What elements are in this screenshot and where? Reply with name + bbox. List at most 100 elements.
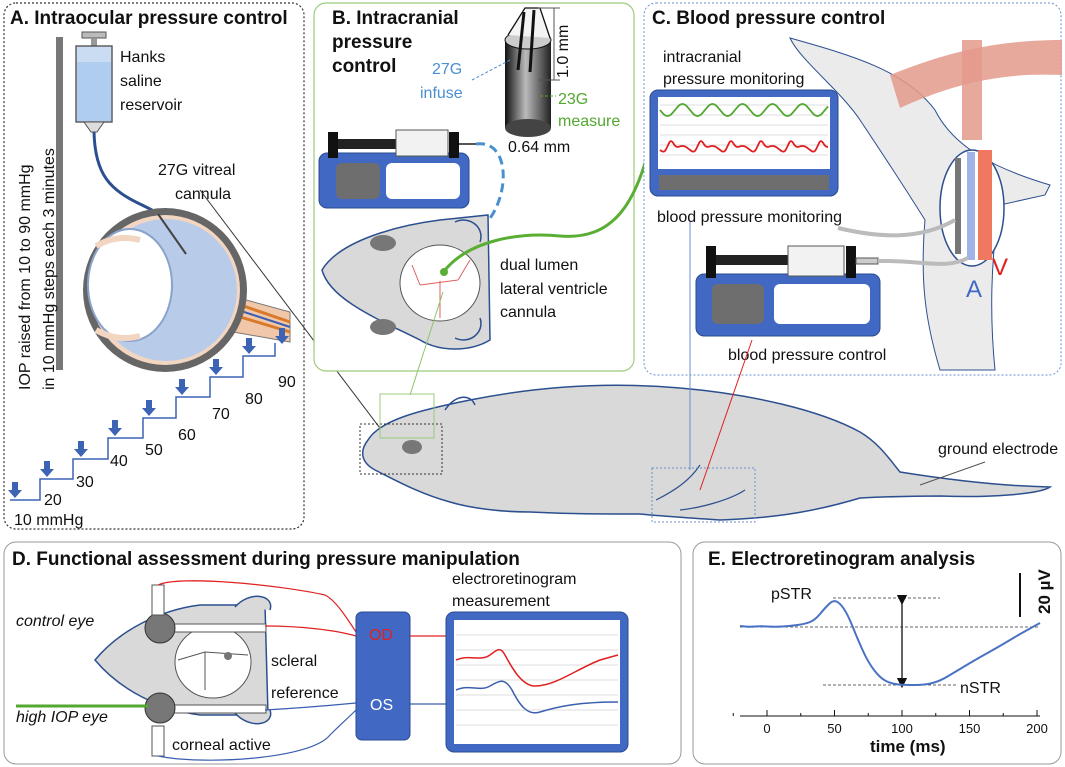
iop-text-line-2: in 10 mmHg steps each 3 minutes <box>41 148 58 390</box>
leg-anatomy <box>789 37 1051 371</box>
bp-line-2 <box>837 218 956 238</box>
leg-highlight-box <box>651 467 756 523</box>
dual-cannula-label-line-1: dual lumen <box>500 257 578 274</box>
step-label-70: 70 <box>212 406 230 423</box>
step-label-60: 60 <box>178 427 196 444</box>
svg-text:electroretinogram measur: electroretinogram measurement <box>452 571 581 610</box>
artery-label: A <box>966 276 982 303</box>
bp-line-1 <box>877 256 969 266</box>
panel-d: D. Functional assessment during pressure… <box>3 541 682 765</box>
dual-cannula-label-line-3: cannula <box>500 304 556 321</box>
panel-e-frame <box>692 541 1062 765</box>
x-tick-label: 50 <box>827 721 841 736</box>
measure-line <box>443 114 658 271</box>
x-axis-label: time (ms) <box>870 737 946 756</box>
infuse-label-gauge: 27G <box>432 61 462 78</box>
od-wire-sclera <box>264 625 357 637</box>
step-label-50: 50 <box>145 442 163 459</box>
bp-control-pump <box>695 245 881 337</box>
erg-screen <box>454 620 620 744</box>
panel-b-title-line-3: control <box>332 56 396 77</box>
vein-label: V <box>992 254 1008 281</box>
vitreal-needle <box>157 213 187 255</box>
electrode-bar-top <box>171 623 267 633</box>
os-wire-cornea <box>157 709 357 761</box>
od-label: OD <box>369 627 393 644</box>
measure-label-gauge: 23G <box>558 91 588 108</box>
cannula-label-line-1: 27G vitreal <box>158 162 235 179</box>
svg-text:dual lumen lateral ventr: dual lumen lateral ventricle cannula <box>500 257 612 321</box>
erg-trace-od <box>455 648 619 687</box>
vessel-trunk <box>962 40 982 140</box>
svg-text:B. Intracranial pressure: B. Intracranial pressure control <box>332 8 464 77</box>
x-tick-label: 100 <box>891 721 913 736</box>
step-label-20: 20 <box>44 492 62 509</box>
svg-text:23G measure: 23G measure <box>558 91 620 130</box>
infuse-callout <box>471 59 511 81</box>
x-tick-label: 0 <box>763 721 770 736</box>
icp-label-line-1: intracranial <box>663 49 741 66</box>
head-callout <box>409 291 444 396</box>
step-arrows <box>8 328 289 498</box>
cannula-tip-illustration <box>504 7 552 137</box>
step-label-90: 90 <box>278 374 296 391</box>
svg-text:IOP raised from 10 to 90 mmHg: IOP raised from 10 to 90 mmHg in 10 mmHg… <box>17 148 58 390</box>
iop-text-line-1: IOP raised from 10 to 90 mmHg <box>17 164 34 390</box>
dim-bracket-height <box>538 7 560 81</box>
ground-callout <box>919 461 986 486</box>
infusion-pump-b <box>318 129 476 209</box>
pstr-label: pSTR <box>771 586 812 603</box>
panel-e: E. Electroretinogram analysis 20 µV 0 50 1… <box>692 541 1062 765</box>
corneal-label: corneal active <box>172 737 271 754</box>
bp-control-callout <box>699 339 753 491</box>
step-label-40: 40 <box>110 453 128 470</box>
erg-amplifier <box>355 611 411 741</box>
panel-d-title: D. Functional assessment during pressure… <box>12 549 520 570</box>
erg-label-line-2: measurement <box>452 593 550 610</box>
bp-monitor-label: blood pressure monitoring <box>657 209 842 226</box>
ground-electrode-label: ground electrode <box>938 441 1058 458</box>
panel-b-title-line-2: pressure <box>332 32 412 53</box>
svg-text:scleral reference: scleral reference <box>271 653 339 702</box>
panel-a: A. Intraocular pressure control Hanks sa… <box>3 2 396 530</box>
scale-bar-label: 20 µV <box>1035 569 1054 614</box>
erg-waveform <box>739 600 1041 687</box>
erg-screen-grid <box>456 634 618 726</box>
x-tick-label: 150 <box>959 721 981 736</box>
step-label-80: 80 <box>245 391 263 408</box>
height-ruler <box>56 37 63 370</box>
eye-callout-line <box>199 189 396 449</box>
icp-label-line-2: pressure monitoring <box>663 71 804 88</box>
pressure-staircase <box>10 343 276 501</box>
infusion-line <box>443 142 505 271</box>
control-eye-label: control eye <box>16 613 94 630</box>
icp-monitor <box>649 89 839 197</box>
eye-highlight-box <box>359 423 443 475</box>
dim-width-label: 0.64 mm <box>508 139 570 156</box>
panel-a-title: A. Intraocular pressure control <box>10 8 288 29</box>
bp-control-label: blood pressure control <box>728 347 886 364</box>
dual-cannula-label-line-2: lateral ventricle <box>500 281 608 298</box>
os-label: OS <box>370 697 393 714</box>
svg-text:intracranial pressure mo: intracranial pressure monitoring <box>663 49 804 88</box>
panel-c: C. Blood pressure control A V intracrani… <box>643 2 1062 376</box>
eye-cross-section <box>83 208 291 372</box>
rat-head-top-view <box>321 214 491 350</box>
infuse-label-text: infuse <box>420 85 463 102</box>
panel-e-title: E. Electroretinogram analysis <box>708 549 975 570</box>
od-wire-cornea <box>157 580 357 633</box>
scleral-label-line-1: scleral <box>271 653 317 670</box>
nstr-label: nSTR <box>960 680 1001 697</box>
reservoir-label-line-1: Hanks <box>120 49 165 66</box>
os-wire-sclera <box>264 702 357 711</box>
electrode-bar-bottom <box>171 704 267 714</box>
dim-height-label: 1.0 mm <box>555 25 572 78</box>
control-eye <box>144 612 176 644</box>
reservoir-label-line-3: reservoir <box>120 97 183 114</box>
svg-text:Hanks saline reser: Hanks saline reservoir <box>120 49 183 114</box>
rat-body <box>361 384 1053 521</box>
saline-reservoir-syringe <box>75 31 113 133</box>
svg-text:27G infuse: 27G infuse <box>420 61 467 102</box>
